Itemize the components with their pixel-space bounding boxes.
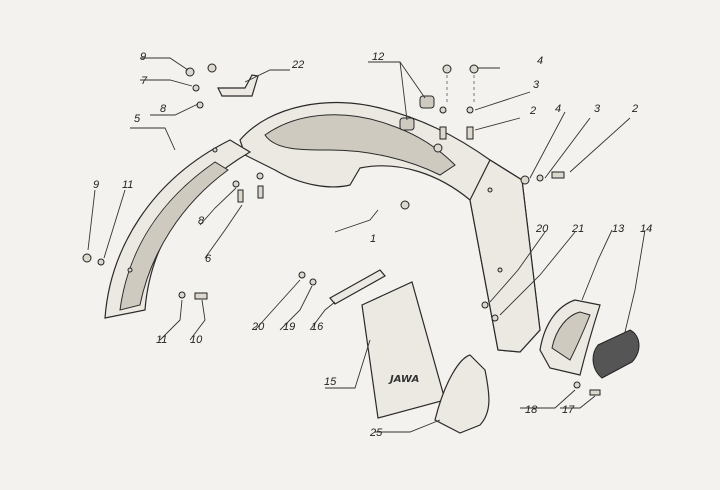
top-fasteners bbox=[439, 64, 479, 140]
label-3b: 3 bbox=[594, 103, 601, 115]
part-labels: 1 2 2 3 3 4 4 5 6 7 8 8 9 9 10 11 11 12 … bbox=[93, 51, 652, 439]
label-9b: 9 bbox=[93, 179, 99, 191]
label-2b: 2 bbox=[631, 103, 638, 115]
label-11a: 11 bbox=[122, 179, 133, 191]
label-11b: 11 bbox=[156, 334, 167, 346]
label-22: 22 bbox=[291, 59, 304, 71]
reflector-housing bbox=[539, 299, 601, 376]
side-fasteners bbox=[520, 171, 565, 185]
label-21: 21 bbox=[571, 223, 584, 235]
rubber-bushes-12 bbox=[399, 95, 435, 131]
label-8b: 8 bbox=[198, 215, 205, 227]
label-15: 15 bbox=[324, 376, 337, 388]
label-16: 16 bbox=[311, 321, 324, 333]
label-20b: 20 bbox=[535, 223, 549, 235]
leader-lines bbox=[87, 57, 646, 433]
label-6: 6 bbox=[205, 253, 212, 265]
label-13: 13 bbox=[612, 223, 625, 235]
label-19: 19 bbox=[283, 321, 295, 333]
reflector-lens bbox=[592, 329, 640, 379]
label-10: 10 bbox=[190, 334, 203, 346]
mudguard-tail-25 bbox=[434, 354, 490, 434]
front-mudguard bbox=[104, 139, 252, 319]
label-5: 5 bbox=[134, 113, 141, 125]
label-18: 18 bbox=[525, 404, 538, 416]
label-7: 7 bbox=[141, 75, 148, 87]
brand-text: JAWA bbox=[388, 374, 419, 385]
label-25: 25 bbox=[369, 427, 383, 439]
label-2a: 2 bbox=[529, 105, 536, 117]
label-1: 1 bbox=[370, 233, 376, 245]
mudflap: JAWA bbox=[361, 281, 446, 419]
strip-16 bbox=[329, 269, 386, 305]
label-4a: 4 bbox=[537, 55, 543, 67]
rear-mudguard bbox=[239, 101, 541, 353]
label-8a: 8 bbox=[160, 103, 167, 115]
label-20a: 20 bbox=[251, 321, 265, 333]
label-12: 12 bbox=[372, 51, 384, 63]
label-17: 17 bbox=[562, 404, 575, 416]
label-14: 14 bbox=[640, 223, 652, 235]
label-3a: 3 bbox=[533, 79, 540, 91]
label-4b: 4 bbox=[555, 103, 561, 115]
label-9a: 9 bbox=[140, 51, 146, 63]
